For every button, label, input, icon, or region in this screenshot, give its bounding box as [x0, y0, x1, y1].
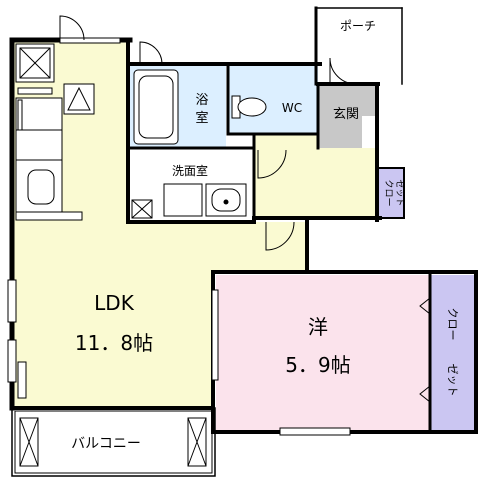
entrance-closet-label-2: ゼット	[394, 179, 406, 206]
entrance-closet-label-1: クロー	[383, 179, 394, 206]
western-closet-floor	[430, 275, 474, 430]
entrance-floor	[318, 84, 377, 148]
wc-floor	[228, 66, 318, 134]
windows	[7, 37, 351, 436]
bathtub-icon	[133, 69, 179, 145]
ldk-name-label: LDK	[94, 291, 135, 315]
outdoor-unit-icon	[19, 417, 39, 467]
refrigerator-icon	[15, 43, 55, 83]
cupboard-icon	[63, 83, 95, 115]
meter-box-icon	[17, 87, 53, 95]
shelf-icon	[17, 361, 27, 399]
western-room-size-label: 5．9帖	[285, 353, 350, 377]
western-room-floor	[216, 275, 430, 430]
doors	[59, 15, 431, 403]
western-room-name-label: 洋	[308, 315, 328, 339]
bath-label-bottom: 室	[195, 110, 208, 126]
drain-icon	[187, 417, 207, 467]
ldk-floor	[14, 42, 307, 408]
western-closet-label-2: ゼット	[446, 364, 459, 397]
wc-label: WC	[282, 101, 302, 115]
washing-machine-icon	[163, 183, 203, 217]
washroom-label: 洗面室	[172, 163, 208, 178]
hall-floor	[254, 134, 377, 218]
ldk-size-label: 11．8帖	[75, 331, 153, 355]
bath-label-top: 浴	[195, 93, 208, 108]
entrance-label: 玄関	[333, 107, 359, 122]
balcony-label: バルコニー	[71, 436, 141, 452]
western-closet-label-1: クロー	[446, 308, 459, 341]
toilet-icon	[231, 95, 267, 119]
kitchen-counter-icon	[15, 97, 83, 221]
wash-basin-icon	[205, 183, 247, 217]
porch-label: ポーチ	[340, 19, 376, 33]
entrance-closet-floor	[377, 168, 404, 218]
